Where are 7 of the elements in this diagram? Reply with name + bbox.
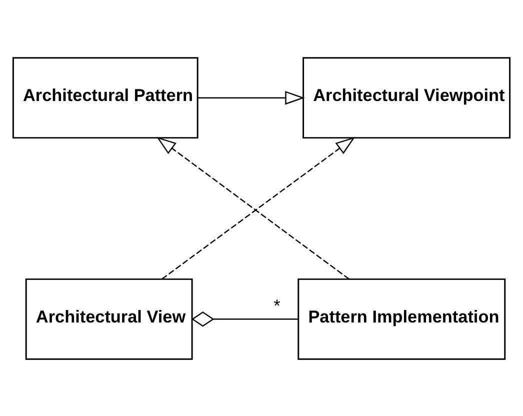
arrow — [198, 90, 305, 104]
node-box: Architectural Viewpoint — [302, 56, 511, 138]
node-box: Pattern Implementation — [298, 278, 506, 360]
node-box: Architectural View — [25, 278, 193, 360]
connector — [191, 311, 298, 326]
edge-label: * — [274, 294, 280, 315]
node-box: Architectural Pattern — [12, 56, 198, 138]
